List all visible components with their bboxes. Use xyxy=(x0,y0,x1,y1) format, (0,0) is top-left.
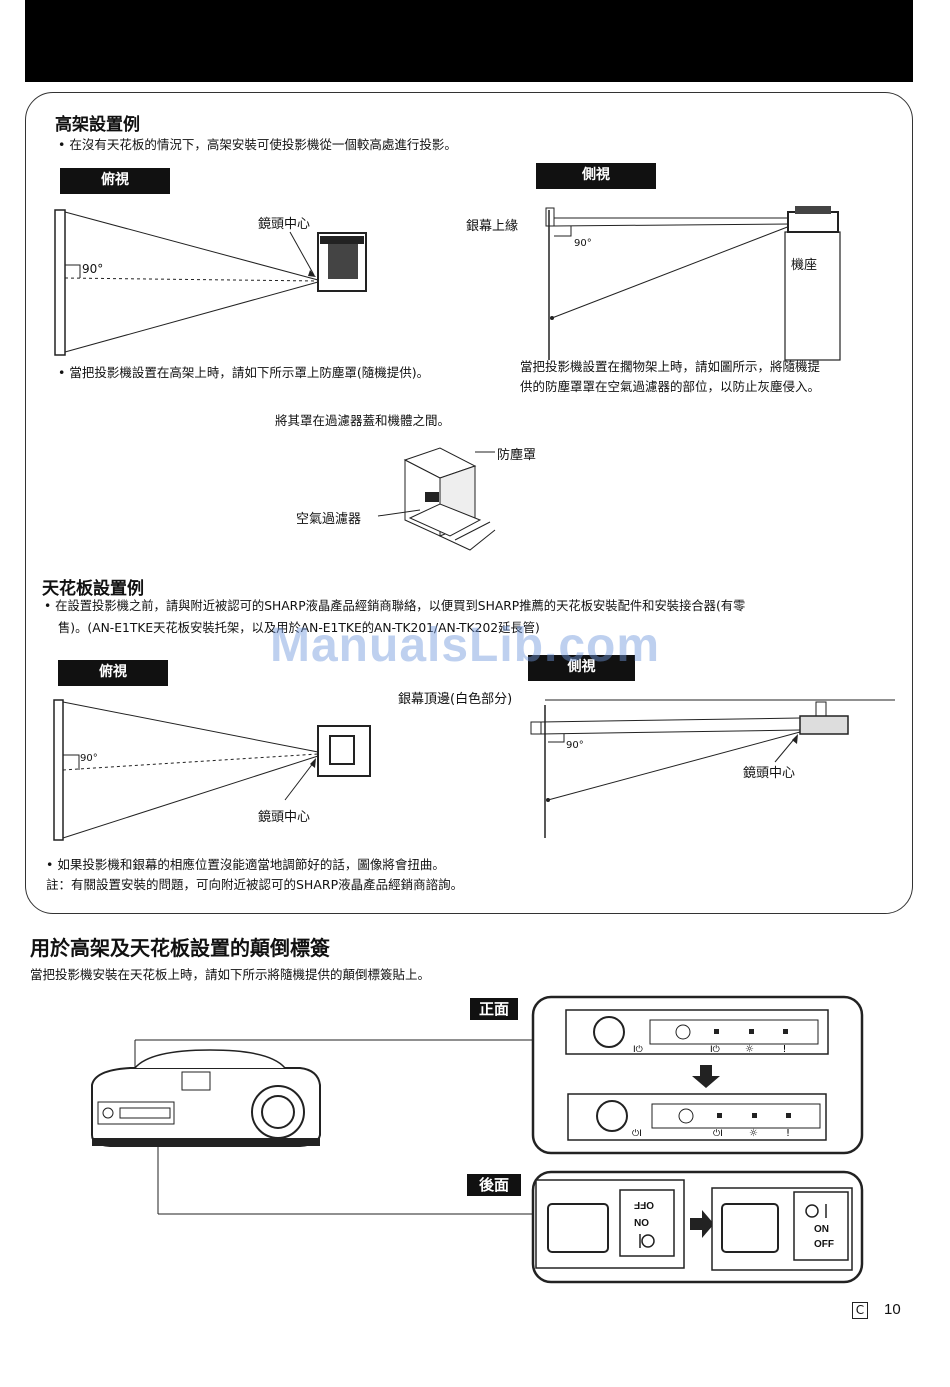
watermark: ManualsLib.com xyxy=(270,619,661,672)
high-top-view-tag: 俯視 xyxy=(60,168,170,194)
ceiling-intro-1: • 在設置投影機之前，請與附近被認可的SHARP液晶產品經銷商聯絡，以便買到SH… xyxy=(44,599,746,613)
svg-text:☼: ☼ xyxy=(749,1128,758,1139)
svg-text:!: ! xyxy=(786,1128,790,1139)
svg-text:I⏻: I⏻ xyxy=(633,1044,643,1055)
ceiling-note-1: • 如果投影機和銀幕的相應位置沒能適當地調節好的話，圖像將會扭曲。 xyxy=(46,857,445,872)
svg-text:⏻I: ⏻I xyxy=(632,1128,642,1139)
svg-text:ǃ: ǃ xyxy=(783,1044,786,1055)
rear-on-label: ON xyxy=(814,1224,829,1235)
labels-section-intro: 當把投影機安裝在天花板上時，請如下所示將隨機提供的顛倒標簽貼上。 xyxy=(30,967,431,982)
rear-off-label: OFF xyxy=(814,1239,834,1250)
page-number: 10 xyxy=(884,1301,901,1318)
svg-text:⏻I: ⏻I xyxy=(713,1128,723,1139)
high-lens-center-label: 鏡頭中心 xyxy=(258,217,311,232)
rear-on-inverted: ON xyxy=(634,1216,649,1227)
header-bar xyxy=(25,0,913,82)
ceiling-intro-2: 售)。(AN-E1TKE天花板安裝托架，以及用於AN-E1TKE的AN-TK20… xyxy=(58,621,540,635)
ceiling-note-2: 註：有關設置安裝的問題，可向附近被認可的SHARP液晶產品經銷商諮詢。 xyxy=(46,877,464,892)
dust-cover-label: 防塵罩 xyxy=(497,448,537,463)
ceiling-side-angle: 90° xyxy=(566,740,584,751)
air-filter-label: 空氣過濾器 xyxy=(296,512,362,527)
ceiling-screen-top-label: 銀幕頂邊(白色部分) xyxy=(398,692,513,707)
ceiling-top-angle: 90° xyxy=(80,753,98,764)
ceiling-top-view-tag: 俯視 xyxy=(58,660,168,686)
page-letter: C xyxy=(852,1302,868,1319)
svg-text:I⏻: I⏻ xyxy=(710,1044,720,1055)
svg-text:☼: ☼ xyxy=(745,1044,754,1055)
high-note-right-2: 供的防塵罩罩在空氣過濾器的部位，以防止灰塵侵入。 xyxy=(520,379,821,394)
front-tag: 正面 xyxy=(470,998,518,1020)
high-side-view-tag: 側視 xyxy=(536,163,656,189)
cover-instruction: 將其罩在過濾器蓋和機體之間。 xyxy=(275,413,451,428)
high-top-angle: 90° xyxy=(82,262,104,276)
high-side-angle: 90° xyxy=(574,238,592,249)
ceiling-mount-title: 天花板設置例 xyxy=(42,579,144,599)
rear-tag: 後面 xyxy=(467,1174,521,1196)
high-mount-title: 高架設置例 xyxy=(55,115,140,135)
labels-section-title: 用於高架及天花板設置的顛倒標簽 xyxy=(30,936,330,960)
rear-off-inverted: OFF xyxy=(634,1199,654,1210)
ceiling-side-view-tag: 側視 xyxy=(528,655,635,681)
ceiling-top-lens-label: 鏡頭中心 xyxy=(258,810,311,825)
stand-label: 機座 xyxy=(791,258,818,273)
high-note-right-1: 當把投影機設置在擱物架上時，請如圖所示，將隨機提 xyxy=(520,359,821,374)
high-note-left: • 當把投影機設置在高架上時，請如下所示罩上防塵罩(隨機提供)。 xyxy=(58,365,430,380)
installation-panel xyxy=(25,92,913,914)
high-screen-top-label: 銀幕上緣 xyxy=(466,219,519,234)
high-mount-intro: • 在沒有天花板的情況下，高架安裝可使投影機從一個較高處進行投影。 xyxy=(58,137,457,152)
ceiling-side-lens-label: 鏡頭中心 xyxy=(743,766,796,781)
